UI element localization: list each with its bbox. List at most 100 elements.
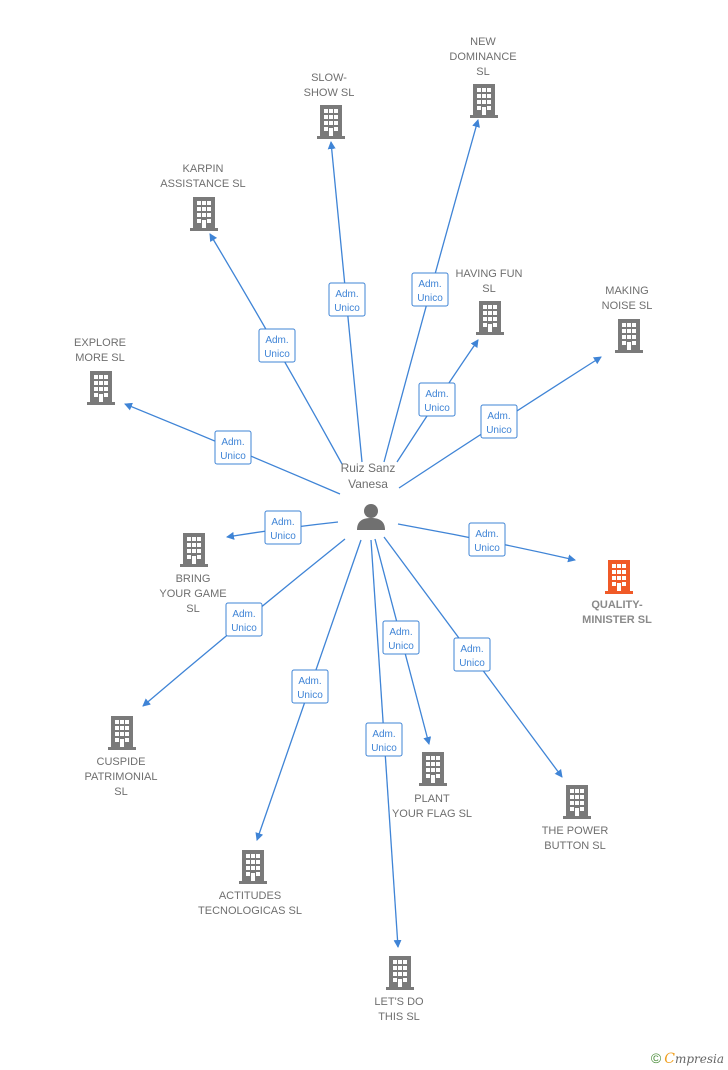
company-label-line: SLOW- — [311, 72, 347, 84]
edge-explore-more: Adm.Unico — [124, 402, 341, 495]
role-label-line2: Unico — [486, 425, 512, 436]
role-label[interactable]: Adm.Unico — [365, 722, 403, 757]
building-icon — [108, 716, 136, 750]
edge-making-noise: Adm. Unico — [398, 356, 602, 489]
company-label-line: ASSISTANCE SL — [160, 178, 245, 190]
company-label-line: MAKING — [605, 285, 648, 297]
edge-having-fun: Adm. Unico — [396, 339, 479, 463]
role-label-line2: Unico — [264, 349, 290, 360]
role-label[interactable]: Adm. Unico — [264, 510, 302, 545]
building-icon — [476, 301, 504, 335]
edge-actitudes: Adm. Unico — [255, 539, 362, 841]
edge-karpin: Adm. Unico — [209, 233, 343, 465]
building-icon — [563, 785, 591, 819]
role-label[interactable]: Adm. Unico — [418, 382, 456, 417]
role-label[interactable]: Adm. Unico — [258, 328, 296, 363]
company-label-line: SL — [114, 786, 127, 798]
empresia-brand[interactable]: ©Cmpresia — [651, 1050, 724, 1067]
role-label-line1: Adm. — [460, 644, 483, 655]
role-label-line1: Adm. — [335, 289, 358, 300]
company-label-line: MINISTER SL — [582, 614, 652, 626]
role-label[interactable]: Adm. Unico — [291, 669, 329, 704]
person-node[interactable]: Ruiz Sanz Vanesa — [341, 461, 396, 530]
company-label-line: PATRIMONIAL — [85, 771, 158, 783]
edge-new-dominance: Adm. Unico — [383, 119, 480, 463]
role-label[interactable]: Adm. Unico — [382, 620, 420, 655]
role-label[interactable]: Adm. Unico — [328, 282, 366, 317]
company-label-line: SL — [186, 603, 199, 615]
role-label-line2: Unico — [231, 623, 257, 634]
role-label[interactable]: Adm.Unico — [453, 637, 491, 672]
company-label-line: LET'S DO — [374, 996, 424, 1008]
person-name-line2: Vanesa — [348, 477, 388, 491]
company-label-line: NOISE SL — [602, 300, 653, 312]
company-node-karpin[interactable]: KARPIN ASSISTANCE SL — [160, 163, 246, 231]
company-label-line: PLANT — [414, 793, 450, 805]
company-label-line: BRING — [176, 573, 211, 585]
role-label-line2: Unico — [220, 451, 246, 462]
role-label-line2: Unico — [474, 543, 500, 554]
building-icon — [87, 371, 115, 405]
building-icon — [470, 84, 498, 118]
company-label-line: THIS SL — [378, 1011, 420, 1023]
role-label-line1: Adm. — [265, 335, 288, 346]
company-label-line: ACTITUDES — [219, 890, 281, 902]
company-label-line: THE POWER — [542, 825, 609, 837]
building-icon — [239, 850, 267, 884]
company-label-line: KARPIN — [183, 163, 224, 175]
role-label-line1: Adm. — [418, 279, 441, 290]
role-label-line2: Unico — [371, 743, 397, 754]
role-label-line2: Unico — [297, 690, 323, 701]
company-node-slow-show[interactable]: SLOW-SHOW SL — [304, 72, 355, 139]
company-label-line: YOUR GAME — [159, 588, 226, 600]
company-label-line: TECNOLOGICAS SL — [198, 905, 302, 917]
role-label-line2: Unico — [417, 293, 443, 304]
role-label-line1: Adm. — [298, 676, 321, 687]
edge-cuspide: Adm. Unico — [142, 538, 346, 707]
building-icon — [386, 956, 414, 990]
edge-lets-do-this: Adm.Unico — [365, 539, 403, 948]
building-icon — [180, 533, 208, 567]
company-node-actitudes[interactable]: ACTITUDES TECNOLOGICAS SL — [198, 850, 302, 917]
role-label[interactable]: Adm. Unico — [225, 602, 263, 637]
edge-quality-minister: Adm. Unico — [397, 522, 576, 563]
role-label-line1: Adm. — [271, 517, 294, 528]
edge-bring-your-game: Adm. Unico — [226, 510, 339, 545]
brand-rest: mpresia — [674, 1052, 724, 1066]
role-label[interactable]: Adm. Unico — [480, 404, 518, 439]
company-label-line: SL — [476, 66, 489, 78]
role-label-line1: Adm. — [425, 389, 448, 400]
role-label-line2: Unico — [388, 641, 414, 652]
role-label-line1: Adm. — [487, 411, 510, 422]
person-name-line1: Ruiz Sanz — [341, 461, 396, 475]
role-label[interactable]: Adm. Unico — [468, 522, 506, 557]
building-icon — [190, 197, 218, 231]
company-node-lets-do-this[interactable]: LET'S DO THIS SL — [374, 956, 424, 1023]
building-icon — [605, 560, 633, 594]
role-label[interactable]: Adm. Unico — [411, 272, 449, 307]
company-node-plant-your-flag[interactable]: PLANT YOUR FLAG SL — [392, 752, 472, 820]
role-label-line2: Unico — [424, 403, 450, 414]
edge-slow-show: Adm. Unico — [327, 141, 366, 463]
brand-first-letter: C — [664, 1051, 675, 1067]
company-node-making-noise[interactable]: MAKING NOISE SL — [602, 285, 653, 353]
role-label[interactable]: Adm.Unico — [214, 430, 252, 465]
company-label-line: YOUR FLAG SL — [392, 808, 472, 820]
role-label-line1: Adm. — [389, 627, 412, 638]
company-node-quality-minister[interactable]: QUALITY-MINISTER SL — [582, 560, 652, 626]
role-label-line2: Unico — [270, 531, 296, 542]
building-icon — [419, 752, 447, 786]
role-label-line1: Adm. — [475, 529, 498, 540]
role-label-line1: Adm. — [232, 609, 255, 620]
role-label-line2: Unico — [334, 303, 360, 314]
edge-the-power-button: Adm. Unico — [383, 536, 563, 778]
company-node-bring-your-game[interactable]: BRING YOUR GAME SL — [159, 533, 227, 615]
building-icon — [317, 105, 345, 139]
